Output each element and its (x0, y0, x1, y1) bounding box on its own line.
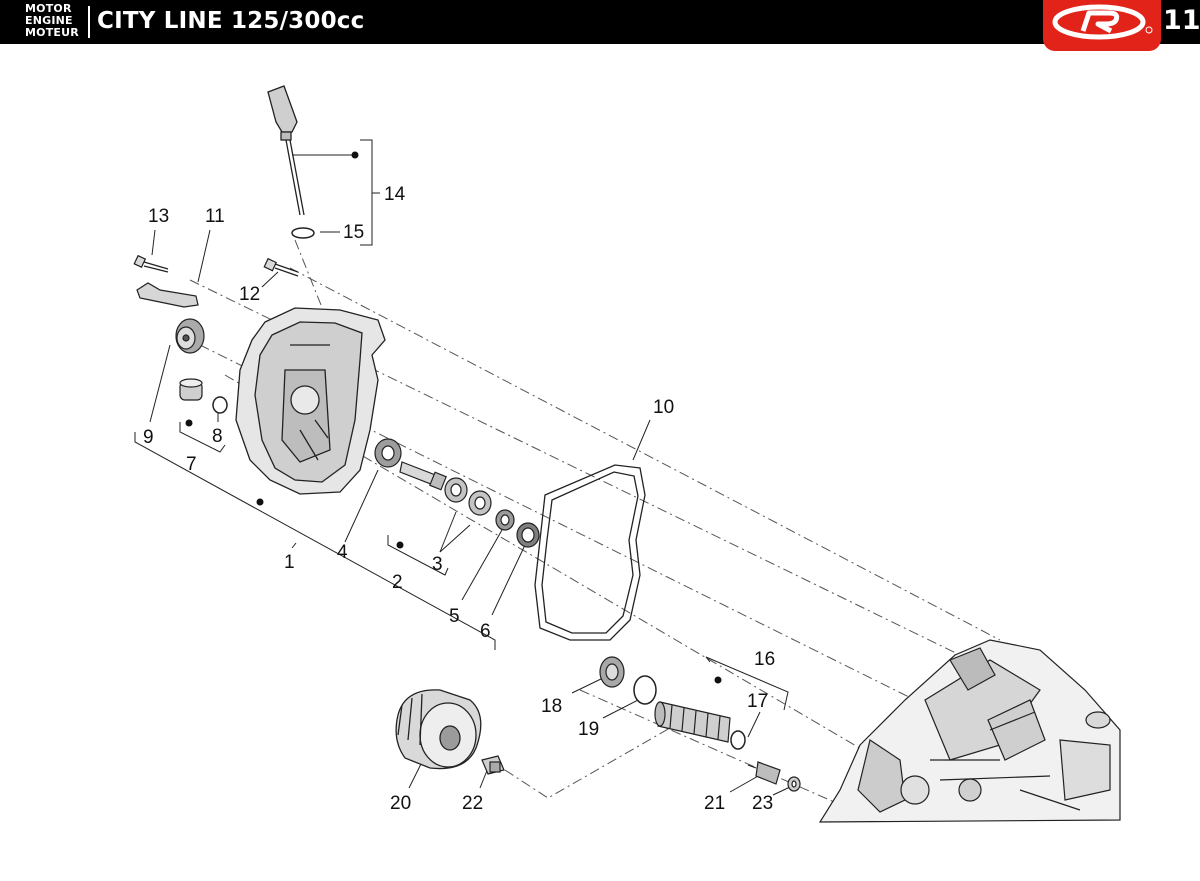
seal-6 (516, 522, 540, 548)
bearings-3 (444, 477, 492, 516)
callout-15: 15 (343, 222, 364, 243)
o-ring-8 (212, 396, 228, 414)
callout-3: 3 (432, 554, 443, 575)
bracket-11 (136, 282, 199, 308)
callout-6: 6 (480, 621, 491, 642)
dipstick-o-ring (291, 227, 315, 239)
callout-13: 13 (148, 206, 169, 227)
pump-shaft-2 (399, 461, 447, 491)
callout-19: 19 (578, 719, 599, 740)
engine-assembly (818, 639, 1121, 823)
callout-9: 9 (143, 427, 154, 448)
callout-21: 21 (704, 793, 725, 814)
bracket-lines (134, 139, 791, 796)
page-number: 11 (1163, 5, 1200, 36)
section-labels: MOTOR ENGINE MOTEUR (25, 3, 79, 39)
pump-rotor-9 (175, 318, 205, 354)
callout-18: 18 (541, 696, 562, 717)
oil-filter-20 (395, 689, 482, 770)
o-ring-19 (633, 675, 657, 705)
dipstick (267, 85, 305, 216)
callout-14: 14 (384, 184, 406, 205)
callout-16: 16 (754, 649, 775, 670)
marker-dots (185, 151, 722, 684)
callout-5: 5 (449, 606, 460, 627)
crankcase-cover (235, 307, 386, 495)
plug-7 (179, 378, 203, 401)
bolt-12 (263, 257, 299, 277)
washer-5 (495, 509, 515, 531)
strainer-seal-18 (599, 656, 625, 688)
callout-12: 12 (239, 284, 260, 305)
section-label-motor: MOTOR (25, 2, 72, 15)
callout-7: 7 (186, 454, 197, 475)
callout-20: 20 (390, 793, 411, 814)
callout-4: 4 (337, 542, 348, 563)
bolt-13 (133, 254, 169, 273)
filter-nipple-22 (481, 755, 505, 775)
callout-22: 22 (462, 793, 483, 814)
header-bar (0, 0, 1200, 44)
callout-2: 2 (392, 572, 403, 593)
header-divider (88, 6, 90, 38)
section-label-engine: ENGINE (25, 14, 73, 27)
washer-23 (787, 776, 801, 792)
sensor-21 (747, 761, 781, 785)
callout-1: 1 (284, 552, 295, 573)
callout-8: 8 (212, 426, 223, 447)
gasket-10 (534, 464, 646, 641)
brand-logo-tab (1043, 0, 1161, 51)
callout-labels: 1 2 3 4 5 6 7 8 9 10 11 12 13 14 15 16 1… (143, 184, 775, 814)
callout-11: 11 (205, 206, 225, 227)
callout-10: 10 (653, 397, 674, 418)
brand-logo-icon (1052, 4, 1153, 40)
section-label-moteur: MOTEUR (25, 26, 79, 39)
callout-23: 23 (752, 793, 773, 814)
callout-17: 17 (747, 691, 768, 712)
o-ring-17 (730, 730, 746, 750)
model-title: CITY LINE 125/300cc (97, 8, 365, 34)
seal-4 (374, 438, 402, 468)
oil-strainer-16 (654, 701, 731, 743)
